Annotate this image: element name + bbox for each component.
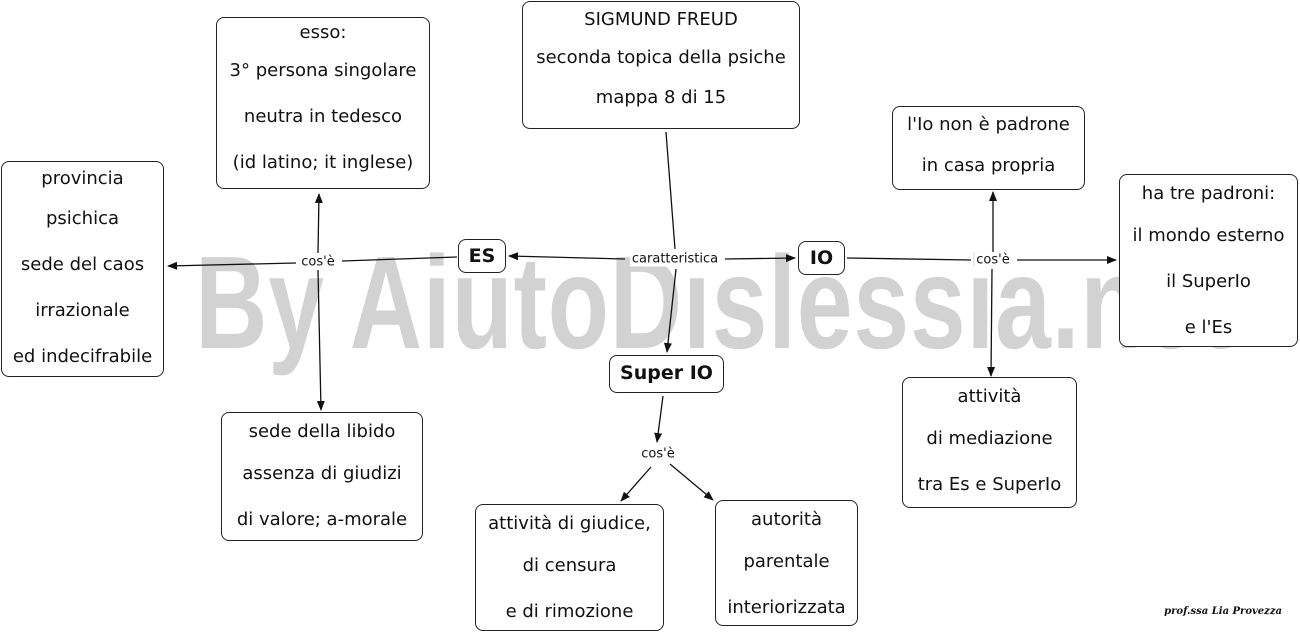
edge-title-caratteristica xyxy=(665,131,676,250)
title-line-3: mappa 8 di 15 xyxy=(595,87,727,108)
provincia-line-1: provincia xyxy=(41,168,124,189)
padroni-line-1: ha tre padroni: xyxy=(1141,183,1276,204)
padrone-line-1: l'Io non è padrone xyxy=(907,114,1070,135)
esso-line-4: (id latino; it inglese) xyxy=(232,152,414,173)
giudice-line-3: e di rimozione xyxy=(505,601,634,622)
padroni-node: ha tre padroni: il mondo esterno il Supe… xyxy=(1119,174,1298,347)
link-es-cose: cos'è xyxy=(299,254,337,270)
title-line-2: seconda topica della psiche xyxy=(536,47,786,68)
es-node: ES xyxy=(458,239,506,273)
padrone-line-2: in casa propria xyxy=(921,155,1056,176)
edge-superio-cose xyxy=(654,395,664,443)
edge-iocose-mediazione xyxy=(987,268,996,377)
mediazione-node: attività di mediazione tra Es e SuperIo xyxy=(902,377,1077,508)
es-label: ES xyxy=(468,245,496,267)
title-line-1: SIGMUND FREUD xyxy=(584,9,738,30)
edge-superiocose-autorita xyxy=(669,463,714,501)
superio-label: Super IO xyxy=(620,362,713,384)
padroni-line-4: e l'Es xyxy=(1184,317,1233,338)
autorita-line-3: interiorizzata xyxy=(727,597,846,618)
provincia-line-4: irrazionale xyxy=(35,300,130,321)
esso-node: esso: 3° persona singolare neutra in ted… xyxy=(216,17,430,189)
mediazione-line-3: tra Es e SuperIo xyxy=(917,474,1062,495)
superio-node: Super IO xyxy=(609,355,724,393)
edge-caratteristica-superio xyxy=(663,268,677,353)
mediazione-line-1: attività xyxy=(957,386,1022,407)
autorita-line-2: parentale xyxy=(743,551,830,572)
title-node: SIGMUND FREUD seconda topica della psich… xyxy=(522,1,800,129)
edge-escose-provincia xyxy=(167,261,297,270)
edge-escose-libido xyxy=(316,269,325,411)
edge-caratteristica-io xyxy=(724,254,796,263)
link-superio-cose: cos'è xyxy=(639,446,677,462)
signature: prof.ssa Lia Provezza xyxy=(1164,606,1282,617)
edge-es-cose xyxy=(341,256,458,262)
padroni-line-2: il mondo esterno xyxy=(1132,225,1285,246)
giudice-line-2: di censura xyxy=(522,555,617,576)
giudice-node: attività di giudice, di censura e di rim… xyxy=(475,504,664,631)
libido-line-3: di valore; a-morale xyxy=(236,509,408,530)
esso-line-3: neutra in tedesco xyxy=(243,106,403,127)
esso-line-2: 3° persona singolare xyxy=(229,60,417,81)
link-io-cose: cos'è xyxy=(974,252,1012,268)
edge-escose-esso xyxy=(314,193,323,254)
link-caratteristica: caratteristica xyxy=(629,251,721,267)
esso-line-1: esso: xyxy=(299,22,347,43)
io-node: IO xyxy=(798,241,845,275)
libido-line-1: sede della libido xyxy=(248,421,396,442)
edge-caratteristica-es xyxy=(508,252,626,261)
autorita-line-1: autorità xyxy=(751,509,822,530)
padroni-line-3: il SuperIo xyxy=(1166,271,1251,292)
libido-line-2: assenza di giudizi xyxy=(242,463,402,484)
provincia-node: provincia psichica sede del caos irrazio… xyxy=(1,161,164,377)
provincia-line-3: sede del caos xyxy=(20,254,145,275)
provincia-line-5: ed indecifrabile xyxy=(12,346,153,367)
padrone-node: l'Io non è padrone in casa propria xyxy=(892,106,1085,190)
edge-io-cose xyxy=(846,257,972,261)
libido-node: sede della libido assenza di giudizi di … xyxy=(221,412,423,541)
io-label: IO xyxy=(809,247,834,269)
autorita-node: autorità parentale interiorizzata xyxy=(715,500,858,626)
provincia-line-2: psichica xyxy=(45,208,120,229)
edge-superiocose-giudice xyxy=(620,466,652,502)
giudice-line-1: attività di giudice, xyxy=(488,513,651,534)
mediazione-line-2: di mediazione xyxy=(926,428,1053,449)
